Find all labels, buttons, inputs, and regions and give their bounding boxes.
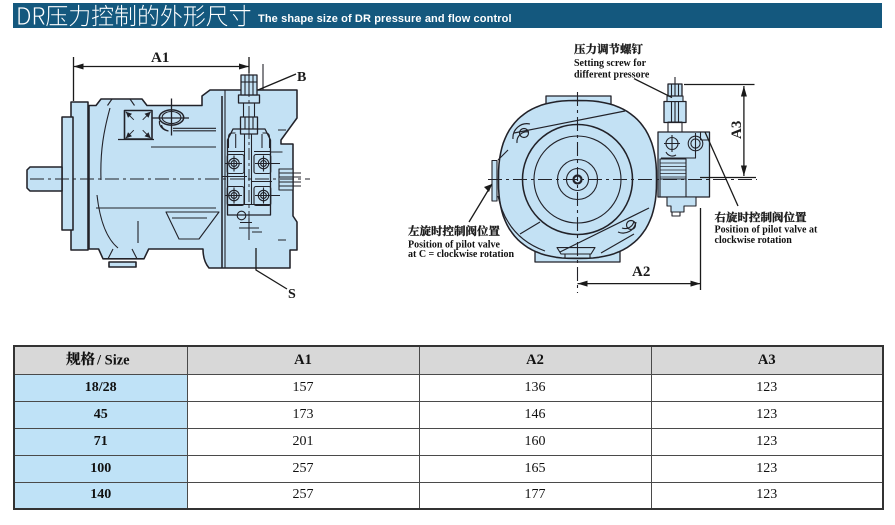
svg-text:A1: A1 <box>151 50 169 66</box>
svg-text:different pressore: different pressore <box>574 70 650 81</box>
svg-text:A3: A3 <box>729 121 745 139</box>
svg-text:/ Size: / Size <box>96 353 130 369</box>
svg-text:S: S <box>288 287 296 302</box>
svg-text:B: B <box>297 70 306 85</box>
svg-text:Position of pilot valve at: Position of pilot valve at <box>715 225 818 236</box>
svg-text:A2: A2 <box>632 264 650 280</box>
svg-text:Position of pilot valve: Position of pilot valve <box>408 240 501 251</box>
svg-text:Setting screw for: Setting screw for <box>574 58 647 69</box>
svg-text:clockwise rotation: clockwise rotation <box>715 235 793 246</box>
svg-text:at C = clockwise rotation: at C = clockwise rotation <box>408 249 514 260</box>
